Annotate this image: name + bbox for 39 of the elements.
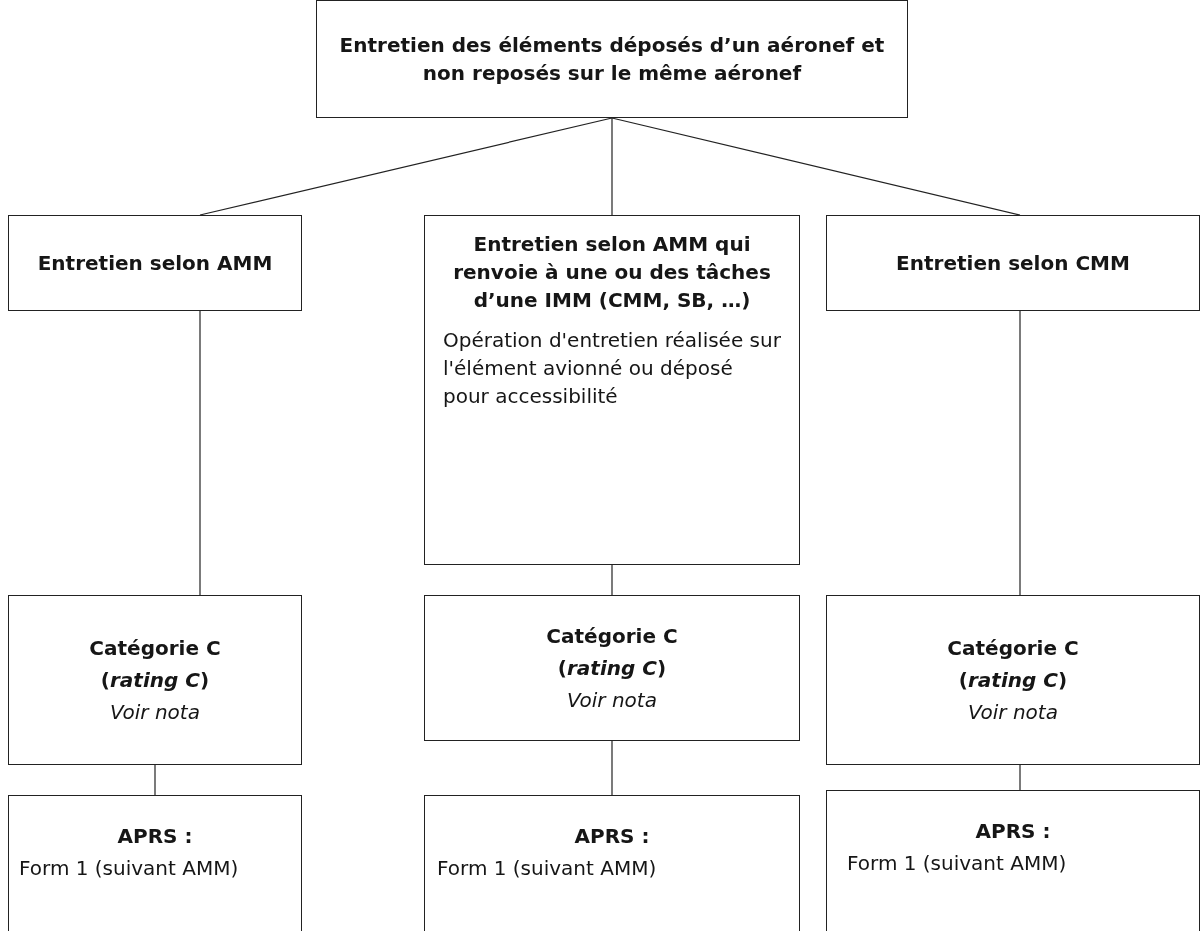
description-text: Form 1 (suivant AMM): [847, 850, 1068, 877]
description-text: Opération d'entretien réalisée sur l'élément avionné ou déposé pour accessibilité: [443, 327, 781, 410]
box-text: Entretien selon AMM: [36, 250, 274, 277]
box-text: APRS :: [573, 823, 651, 850]
box-text: (rating C): [99, 667, 211, 694]
box-text: Catégorie C: [88, 635, 222, 662]
connector-line: [1019, 310, 1021, 596]
connector-line: [611, 740, 613, 796]
connector-line: [1019, 764, 1021, 791]
connector-line: [154, 764, 156, 796]
connector-line: [199, 310, 201, 596]
box-text: Voir nota: [109, 699, 201, 726]
text-box: [424, 595, 800, 741]
text-box: [826, 215, 1200, 311]
text-box: [8, 215, 302, 311]
box-text: APRS :: [974, 818, 1052, 845]
box-text: Voir nota: [566, 687, 658, 714]
box-text: Catégorie C: [545, 623, 679, 650]
box-text: Catégorie C: [946, 635, 1080, 662]
connector-line: [199, 117, 613, 216]
text-box: [826, 595, 1200, 765]
box-text: Entretien selon AMM qui renvoie à une ou des tâches d’une IMM (CMM, SB, …): [452, 231, 772, 314]
text-box: [424, 215, 800, 565]
description-text: Form 1 (suivant AMM): [437, 855, 658, 882]
text-box: [8, 595, 302, 765]
box-text: (rating C): [556, 655, 668, 682]
connector-line: [611, 117, 613, 216]
description-text: Form 1 (suivant AMM): [19, 855, 240, 882]
text-box: [826, 790, 1200, 931]
connector-line: [611, 117, 1021, 216]
box-text: Entretien selon CMM: [895, 250, 1131, 277]
text-box: [316, 0, 908, 118]
box-text: Entretien des éléments déposés d’un aéronef et non reposés sur le même aéronef: [338, 32, 886, 87]
connector-line: [611, 564, 613, 596]
box-text: Voir nota: [967, 699, 1059, 726]
box-text: APRS :: [116, 823, 194, 850]
text-box: [424, 795, 800, 931]
text-box: [8, 795, 302, 931]
box-text: (rating C): [957, 667, 1069, 694]
